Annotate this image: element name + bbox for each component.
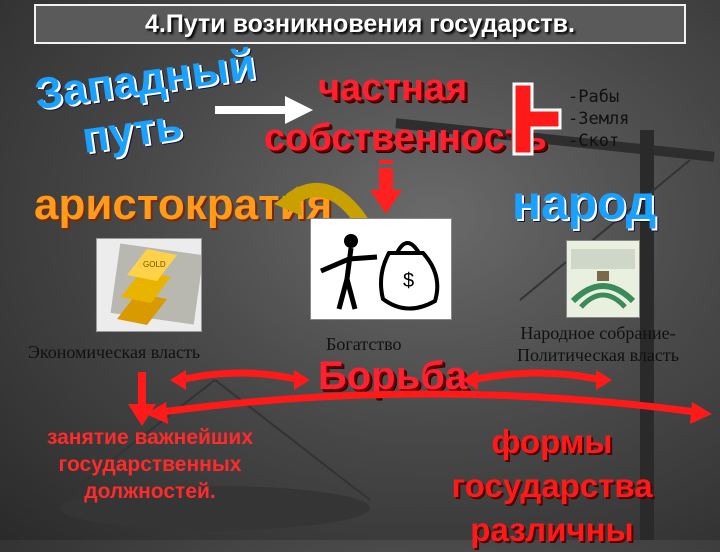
private-property-label-1: частная (318, 67, 468, 109)
property-item: -Скот (568, 131, 620, 151)
parliament-image (566, 240, 640, 318)
forms-differ-text: формы государства различны (392, 420, 712, 552)
people-assembly-line-2: Политическая власть (517, 345, 679, 365)
forms-double-arrow-icon (146, 390, 712, 424)
property-item: -Земля (568, 109, 630, 129)
gold-label: GOLD (143, 260, 166, 269)
people-assembly-line-1: Народное собрание- (520, 323, 676, 343)
money-bag-image: $ (310, 218, 452, 320)
page-title: 4.Пути возникновения государств. (144, 9, 575, 38)
important-posts-text: занятие важнейших государственных должно… (30, 424, 270, 505)
private-property-label-2: собственность (264, 117, 547, 159)
wealth-label: Богатство (326, 334, 402, 354)
economic-power-label: Экономическая власть (28, 342, 201, 362)
right-arrow-icon (215, 96, 313, 124)
right-double-arrow-icon (462, 369, 612, 390)
forms-differ-line-1: формы государства (451, 423, 653, 504)
important-posts-line-2: государственных (58, 453, 242, 476)
forms-differ-line-2: различны (470, 511, 634, 548)
left-double-arrow-icon (170, 369, 310, 390)
people-assembly-label: Народное собрание- Политическая власть (478, 322, 718, 366)
property-list: -Рабы -Земля -Скот (568, 86, 629, 152)
important-posts-line-3: должностей. (84, 480, 216, 503)
property-item: -Рабы (568, 87, 620, 107)
gold-bars-image: GOLD (96, 238, 204, 332)
people-label: народ (512, 177, 657, 230)
down-arrow-icon (370, 160, 402, 214)
property-bracket-icon (512, 82, 562, 156)
important-posts-line-1: занятие важнейших (46, 426, 254, 449)
posts-down-arrow-icon (128, 372, 156, 426)
curved-arrow-icon (274, 183, 368, 227)
scales-background (59, 118, 715, 540)
dollar-sign: $ (403, 270, 414, 292)
title-banner: 4.Пути возникновения государств. (34, 4, 686, 44)
